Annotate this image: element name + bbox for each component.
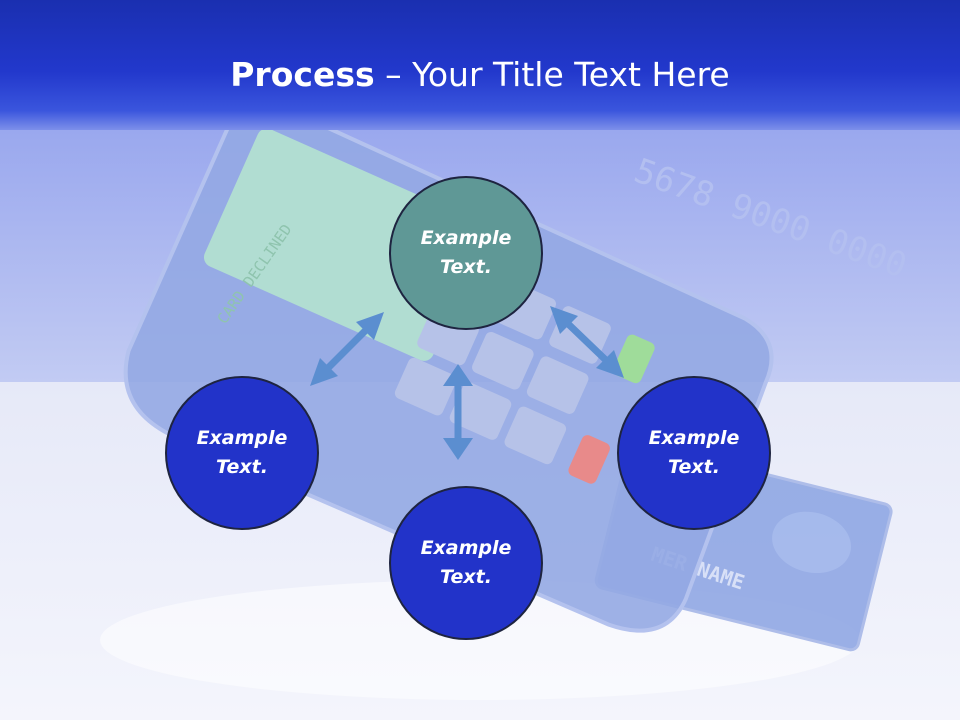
- title-bold: Process: [230, 55, 375, 94]
- arrow-top-bottom: [443, 364, 473, 460]
- arrow-top-left: [310, 312, 384, 386]
- slide-title: Process – Your Title Text Here: [0, 52, 960, 98]
- arrow-top-right: [550, 306, 624, 378]
- node-top-line1: Example: [420, 227, 512, 249]
- node-right-line2: Text.: [668, 456, 720, 478]
- node-bottom-line1: Example: [420, 537, 512, 559]
- header-band: Process – Your Title Text Here: [0, 0, 960, 130]
- node-bottom-line2: Text.: [440, 566, 492, 588]
- node-left-line2: Text.: [216, 456, 268, 478]
- node-right-line1: Example: [648, 427, 740, 449]
- node-left-line1: Example: [196, 427, 288, 449]
- node-top-line2: Text.: [440, 256, 492, 278]
- title-rest: – Your Title Text Here: [374, 55, 730, 94]
